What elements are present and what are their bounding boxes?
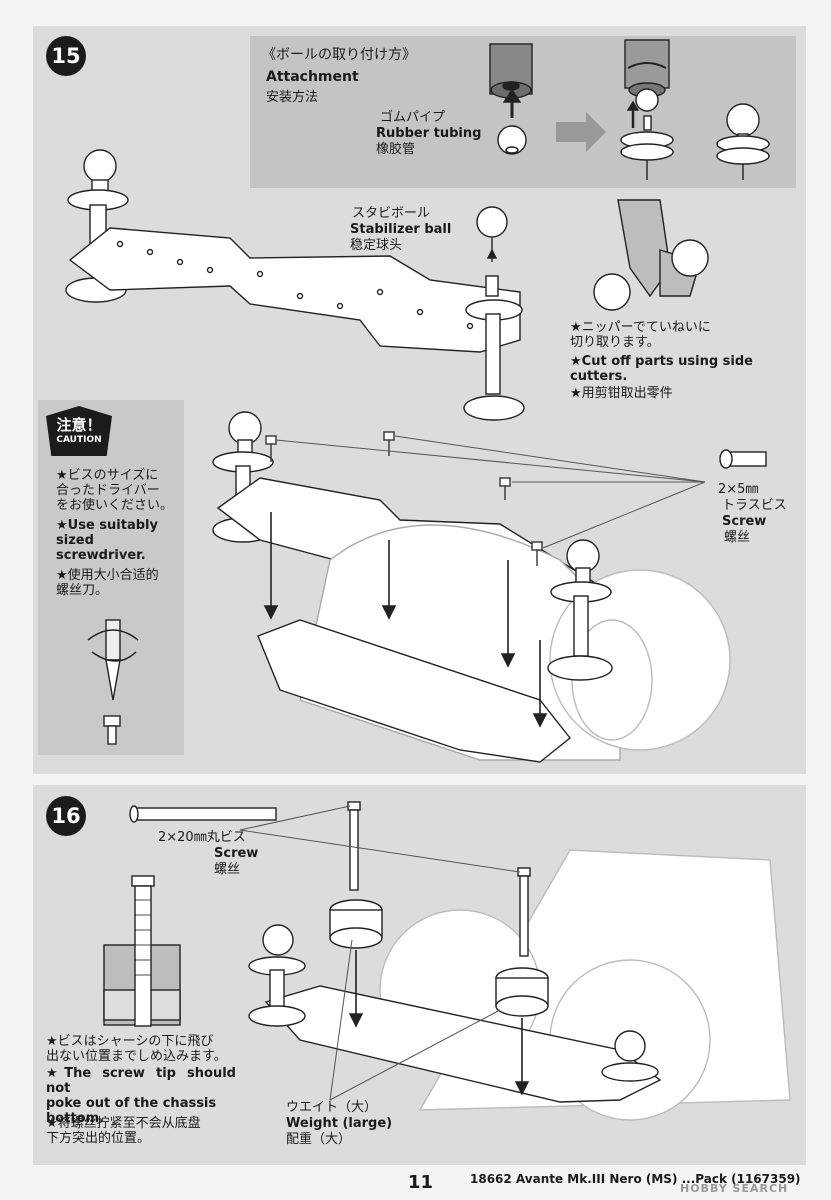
screw-cn-15: 螺丝 xyxy=(724,530,751,545)
attachment-diagram xyxy=(489,39,770,180)
cut-note-en: ★Cut off parts using side cutters. xyxy=(570,354,753,384)
step-number-16: 16 xyxy=(46,796,86,836)
attachment-title-cn: 安装方法 xyxy=(266,90,319,105)
attachment-title-en: Attachment xyxy=(266,69,359,85)
stabilizer-ball-jp: スタビボール xyxy=(352,206,431,221)
weight-cn: 配重（大） xyxy=(286,1132,352,1147)
screw-size-16: 2×20㎜丸ビス xyxy=(158,830,246,845)
page-number: 11 xyxy=(408,1172,434,1193)
cut-note-cn: ★用剪钳取出零件 xyxy=(570,386,673,401)
screw-en-15: Screw xyxy=(722,514,767,529)
step-number-15: 15 xyxy=(46,36,86,76)
stabilizer-ball-en: Stabilizer ball xyxy=(350,222,452,237)
plate-top xyxy=(65,149,525,421)
screwdriver-illustration xyxy=(87,619,139,745)
screw-en-16: Screw xyxy=(214,846,259,861)
screw-cn-16: 螺丝 xyxy=(214,862,241,877)
caution-box xyxy=(38,400,184,755)
rubber-tubing-jp: ゴムパイプ xyxy=(380,110,446,125)
weight-en: Weight (large) xyxy=(286,1116,393,1131)
caution-badge: 注意！ CAUTION xyxy=(46,406,112,456)
caution-jp: ★ビスのサイズに 合ったドライバー をお使いください。 xyxy=(56,468,174,513)
side-cutter-illustration xyxy=(593,199,709,311)
screw-jp-15: トラスビス xyxy=(722,498,787,513)
rubber-tubing-cn: 橡胶管 xyxy=(376,142,416,157)
chassis-step15 xyxy=(212,411,767,763)
screw-note-en: ★The screw tip should not poke out of th… xyxy=(46,1066,236,1126)
weight-jp: ウエイト（大） xyxy=(286,1100,378,1115)
footer-title: 18662 Avante Mk.III Nero (MS) ...Pack (1… xyxy=(470,1172,801,1186)
caution-badge-jp: 注意！ xyxy=(56,416,102,434)
screw-note-cn: ★将螺丝拧紧至不会从底盘 下方突出的位置。 xyxy=(46,1116,201,1146)
rubber-tubing-en: Rubber tubing xyxy=(376,126,482,141)
screw-note-jp: ★ビスはシャーシの下に飛び 出ない位置までしめ込みます。 xyxy=(46,1034,227,1064)
caution-en: ★Use suitably sized screwdriver. xyxy=(56,518,158,563)
caution-badge-en: CAUTION xyxy=(56,435,102,445)
attachment-title-jp: 《ボールの取り付け方》 xyxy=(262,47,416,63)
cut-note-jp: ★ニッパーでていねいに 切り取ります。 xyxy=(570,320,711,350)
caution-cn: ★使用大小合适的 螺丝刀。 xyxy=(56,568,159,598)
stabilizer-ball-cn: 稳定球头 xyxy=(350,238,403,253)
chassis-step16 xyxy=(103,801,791,1121)
screw-size-15: 2×5㎜ xyxy=(718,482,759,497)
watermark: HOBBY SEARCH xyxy=(680,1182,789,1195)
